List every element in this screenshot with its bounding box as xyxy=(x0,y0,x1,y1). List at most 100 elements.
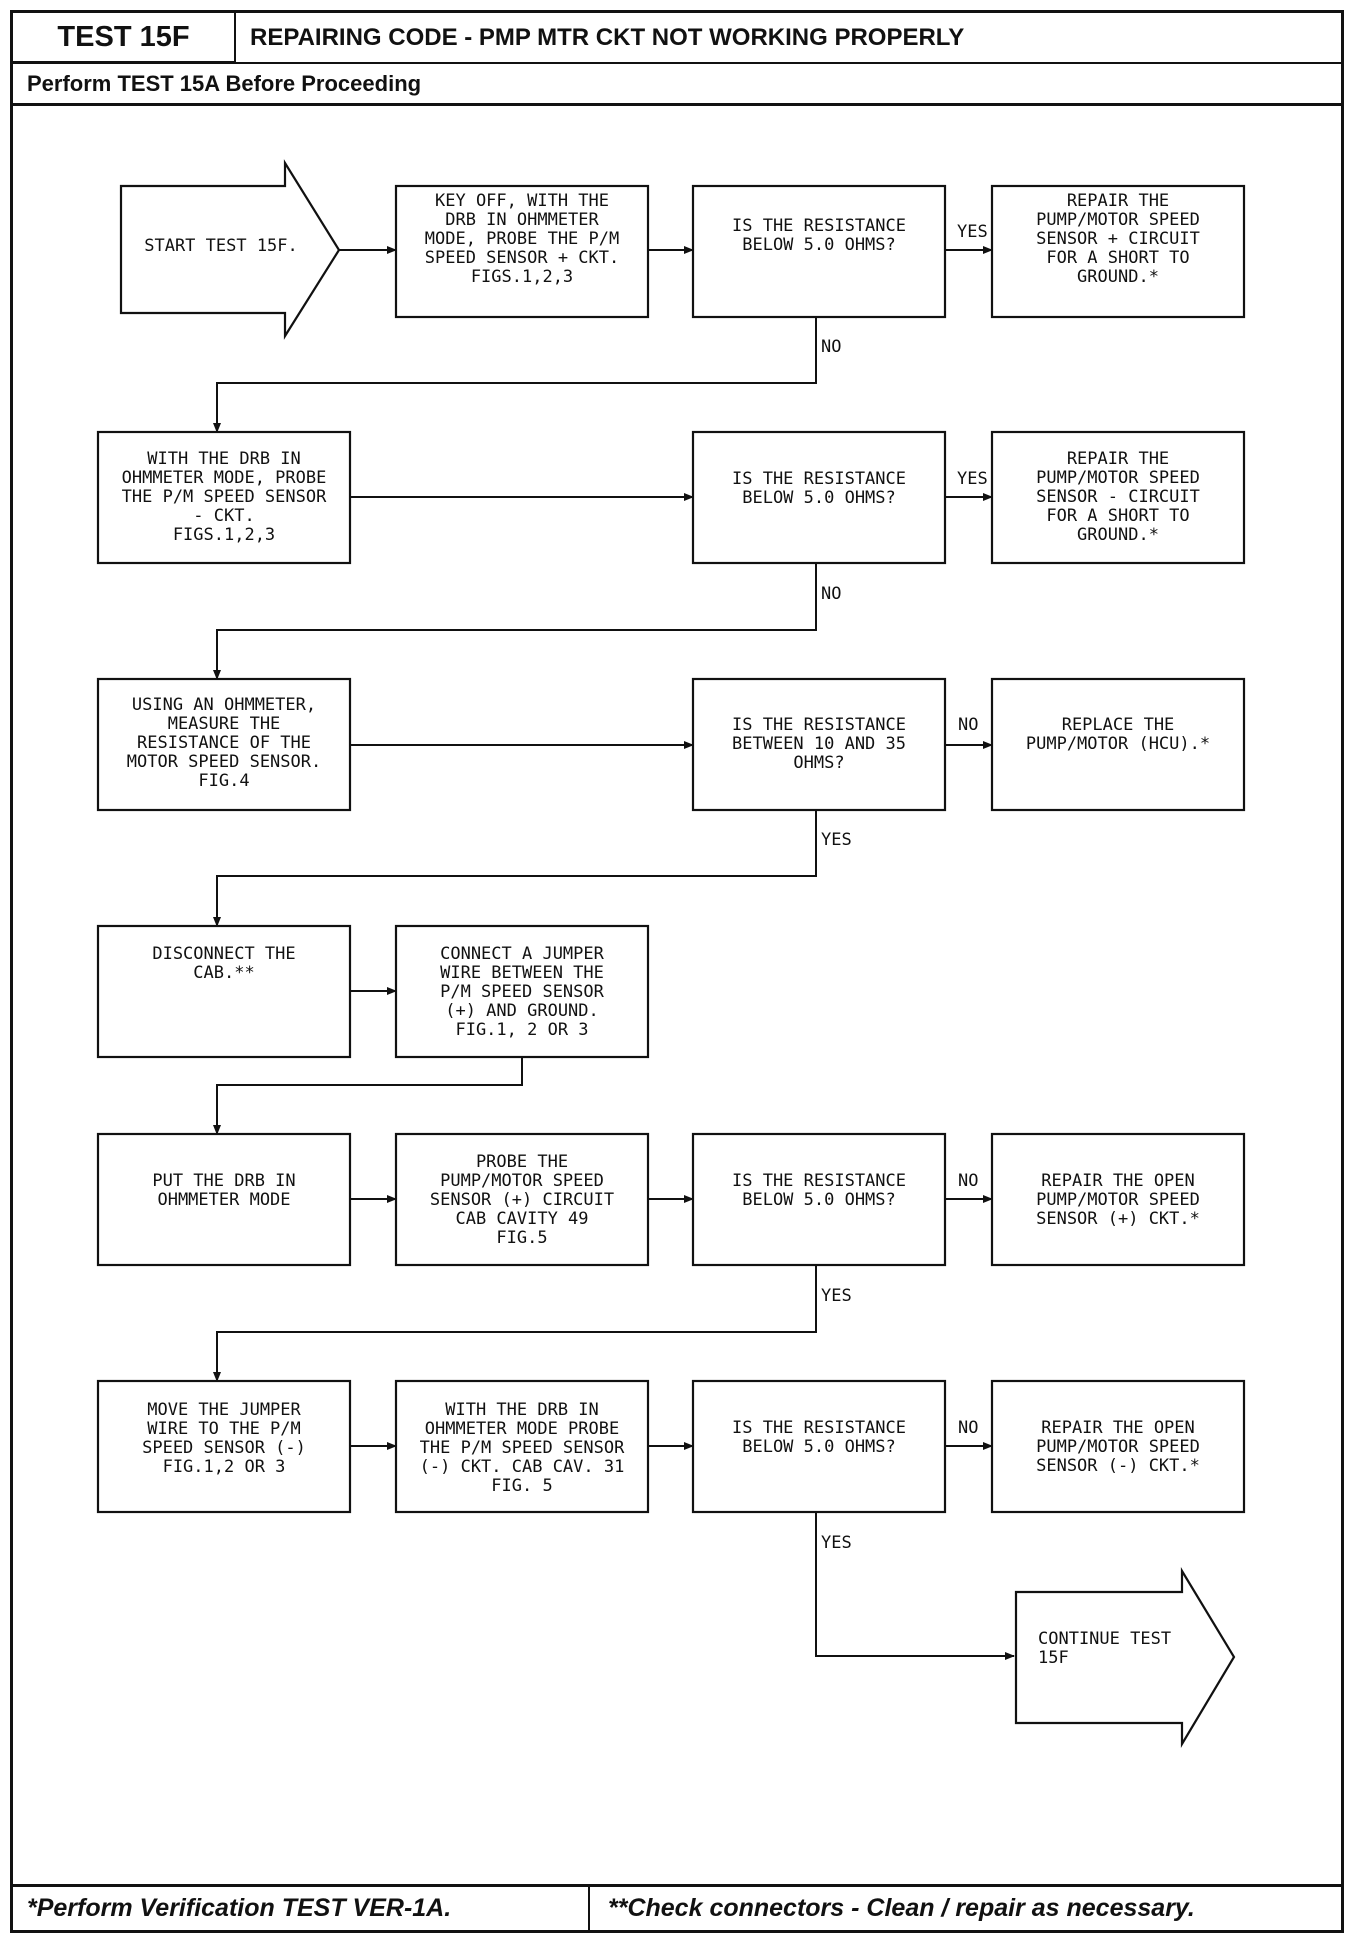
flow-text-line: BELOW 5.0 OHMS? xyxy=(742,1437,896,1457)
r4-link-down xyxy=(213,1057,523,1135)
r5-link-yes xyxy=(213,1265,817,1382)
flow-text-line: IS THE RESISTANCE xyxy=(732,1418,906,1438)
prerequisite-note: Perform TEST 15A Before Proceeding xyxy=(10,64,1344,106)
test-id: TEST 15F xyxy=(10,10,236,64)
flow-text-line: GROUND.* xyxy=(1077,267,1159,287)
flow-text-line: THE P/M SPEED SENSOR xyxy=(122,487,327,507)
r4-action-a-box xyxy=(96,924,352,1059)
flow-text-line: FIG.4 xyxy=(198,771,249,791)
flow-text-line: PUMP/MOTOR SPEED xyxy=(1036,468,1200,488)
r1-action-box xyxy=(394,184,650,319)
flow-text-line: WIRE TO THE P/M xyxy=(147,1419,301,1439)
r2-result-box xyxy=(990,430,1246,565)
flow-text-line: SPEED SENSOR + CKT. xyxy=(425,248,619,268)
flow-text-line: SENSOR - CIRCUIT xyxy=(1036,487,1200,507)
flow-text-line: FOR A SHORT TO xyxy=(1046,248,1189,268)
flow-text-line: GROUND.* xyxy=(1077,525,1159,545)
footnote-verification: *Perform Verification TEST VER-1A. xyxy=(10,1884,590,1933)
r6-action-a-box xyxy=(96,1379,352,1514)
flow-text-line: RESISTANCE OF THE xyxy=(137,733,311,753)
r1-yes-label: YES xyxy=(957,222,988,242)
r2-yes-label: YES xyxy=(957,469,988,489)
flow-text-line: BETWEEN 10 AND 35 xyxy=(732,734,906,754)
flow-text-line: IS THE RESISTANCE xyxy=(732,469,906,489)
flow-text-line: SENSOR (+) CIRCUIT xyxy=(430,1190,614,1210)
flow-text-line: PUMP/MOTOR SPEED xyxy=(440,1171,604,1191)
r6-link-yes xyxy=(815,1512,1015,1660)
flow-text-line: CAB.** xyxy=(193,963,254,983)
flow-text-line: CAB CAVITY 49 xyxy=(455,1209,588,1229)
flow-text-line: FIGS.1,2,3 xyxy=(471,267,573,287)
flow-text-line: PROBE THE xyxy=(476,1152,568,1172)
flow-text-line: SPEED SENSOR (-) xyxy=(142,1438,306,1458)
flow-text-line: BELOW 5.0 OHMS? xyxy=(742,1190,896,1210)
flow-text-line: USING AN OHMMETER, xyxy=(132,695,316,715)
r1-link-no xyxy=(213,317,817,433)
flow-text-line: START TEST 15F. xyxy=(144,236,298,256)
flow-text-line: FIG.1,2 OR 3 xyxy=(163,1457,286,1477)
flow-text-line: SENSOR (+) CKT.* xyxy=(1036,1209,1200,1229)
r5-yes-label: YES xyxy=(821,1286,852,1306)
flow-text-line: PUMP/MOTOR SPEED xyxy=(1036,210,1200,230)
r3-yes-label: YES xyxy=(821,830,852,850)
page-title: REPAIRING CODE - PMP MTR CKT NOT WORKING… xyxy=(236,10,1344,64)
flow-text-line: MODE, PROBE THE P/M xyxy=(425,229,619,249)
continue-arrow xyxy=(1014,1567,1236,1748)
flow-text-line: KEY OFF, WITH THE xyxy=(435,191,609,211)
flow-text-line: FOR A SHORT TO xyxy=(1046,506,1189,526)
r3-link-yes xyxy=(213,810,817,927)
flow-text-line: CONNECT A JUMPER xyxy=(440,944,605,964)
flow-text-line: WITH THE DRB IN xyxy=(445,1400,599,1420)
flow-text-line: WIRE BETWEEN THE xyxy=(440,963,604,983)
flow-text-line: IS THE RESISTANCE xyxy=(732,216,906,236)
flow-text-line: REPAIR THE OPEN xyxy=(1041,1171,1195,1191)
start-text: START TEST 15F. xyxy=(144,236,298,256)
flow-text-line: IS THE RESISTANCE xyxy=(732,1171,906,1191)
footnote-connectors: **Check connectors - Clean / repair as n… xyxy=(590,1884,1344,1933)
flow-text-line: OHMMETER MODE PROBE xyxy=(425,1419,619,1439)
flow-text-line: DISCONNECT THE xyxy=(152,944,295,964)
flow-text-line: - CKT. xyxy=(193,506,254,526)
flow-text-line: REPAIR THE OPEN xyxy=(1041,1418,1195,1438)
r3-result-box xyxy=(990,677,1246,812)
r2-link-no xyxy=(213,563,817,680)
flow-text-line: (-) CKT. CAB CAV. 31 xyxy=(420,1457,625,1477)
flow-text-line: FIG.5 xyxy=(496,1228,547,1248)
r5-question-box xyxy=(691,1132,947,1267)
flow-text-line: REPAIR THE xyxy=(1067,449,1169,469)
flow-text-line: PUMP/MOTOR SPEED xyxy=(1036,1437,1200,1457)
r5-no-label: NO xyxy=(958,1171,978,1191)
flow-text-line: FIGS.1,2,3 xyxy=(173,525,275,545)
flow-text-line: OHMMETER MODE, PROBE xyxy=(122,468,327,488)
r5-action-a-box xyxy=(96,1132,352,1267)
flow-text-line: PUMP/MOTOR SPEED xyxy=(1036,1190,1200,1210)
flow-text-line: (+) AND GROUND. xyxy=(445,1001,599,1021)
flow-text-line: REPAIR THE xyxy=(1067,191,1169,211)
r3-no-label: NO xyxy=(958,715,978,735)
r3-question-box xyxy=(691,677,947,812)
flow-text-line: THE P/M SPEED SENSOR xyxy=(420,1438,625,1458)
r6-result-box xyxy=(990,1379,1246,1514)
flow-text-line: OHMMETER MODE xyxy=(157,1190,290,1210)
r1-question-box xyxy=(691,184,947,319)
r1-no-label: NO xyxy=(821,337,841,357)
flow-text-line: PUMP/MOTOR (HCU).* xyxy=(1026,734,1210,754)
flow-text-line: SENSOR (-) CKT.* xyxy=(1036,1456,1200,1476)
